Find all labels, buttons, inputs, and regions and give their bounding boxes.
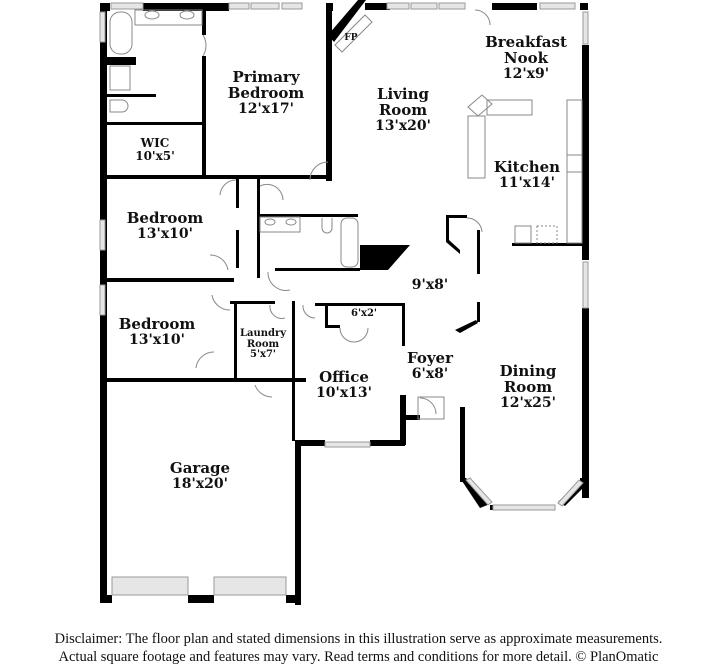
disclaimer-line-2: Actual square footage and features may v… (58, 649, 659, 665)
room-label-closet: 6'x2' (350, 308, 378, 320)
room-dims: 11'x14' (499, 174, 555, 191)
room-label-dining-room: Dining Room 12'x25' (499, 362, 557, 411)
room-name: Bedroom (118, 315, 196, 333)
room-name: Bedroom (227, 83, 305, 102)
room-dims: 12'x25' (500, 394, 556, 411)
room-label-laundry: Laundry Room 5'x7' (239, 328, 287, 361)
room-label-primary-bedroom: Primary Bedroom 12'x17' (227, 68, 305, 117)
room-name: WIC (140, 136, 170, 150)
room-name: Breakfast (485, 33, 567, 51)
room-dims: 18'x20' (172, 475, 228, 492)
kitchen-sink-icon (467, 94, 493, 117)
room-name: Garage (169, 459, 231, 477)
room-dims: 5'x7' (249, 349, 276, 360)
room-name: Office (319, 368, 369, 386)
room-label-hall: 9'x8' (412, 278, 448, 293)
room-label-foyer: Foyer 6'x8' (407, 349, 453, 382)
walls (100, 0, 589, 605)
fireplace-label: FP (344, 33, 358, 43)
room-label-breakfast-nook: Breakfast Nook 12'x9' (485, 33, 567, 82)
counter (486, 99, 533, 116)
room-dims: 10'x5' (135, 148, 175, 163)
fireplace-icon (334, 14, 373, 53)
room-name: Room (503, 377, 553, 396)
room-name: Bedroom (126, 209, 204, 227)
room-name: Primary (232, 68, 300, 86)
room-name: Foyer (407, 349, 453, 367)
room-dims: 9'x8' (411, 277, 449, 293)
room-name: Kitchen (493, 158, 561, 176)
shower-icon (109, 65, 131, 91)
room-name: Room (378, 100, 428, 119)
fixtures (109, 9, 583, 420)
room-dims: 12'x17' (238, 100, 294, 117)
vanity-2 (259, 216, 301, 233)
windows (99, 2, 589, 596)
disclaimer-line-1: Disclaimer: The floor plan and stated di… (54, 631, 663, 647)
bathtub-2 (340, 217, 359, 268)
dishwasher-icon (536, 225, 558, 244)
room-name: Room (246, 338, 280, 350)
vanity-icon (134, 9, 203, 26)
room-dims: 13'x10' (129, 331, 185, 348)
stove-icon (566, 154, 583, 173)
room-name: Nook (503, 48, 549, 67)
room-label-wic: WIC 10'x5' (135, 137, 175, 162)
room-label-office: Office 10'x13' (316, 368, 372, 401)
bathtub-icon (109, 11, 133, 55)
room-name: Living (376, 85, 430, 103)
room-dims: 13'x20' (375, 117, 431, 134)
toilet-2 (321, 218, 333, 234)
room-label-garage: Garage 18'x20' (169, 459, 231, 492)
room-label-bedroom-2: Bedroom 13'x10' (118, 315, 196, 348)
room-dims: 12'x9' (502, 65, 550, 82)
room-dims: 10'x13' (316, 384, 372, 401)
room-dims: 6'x2' (350, 308, 378, 319)
room-dims: 6'x8' (411, 365, 449, 382)
room-label-bedroom-1: Bedroom 13'x10' (126, 209, 204, 242)
room-label-kitchen: Kitchen 11'x14' (493, 158, 561, 191)
toilet-icon (109, 99, 129, 113)
room-label-living-room: Living Room 13'x20' (375, 85, 431, 134)
room-name: Dining (499, 362, 557, 380)
room-name: Laundry (239, 328, 287, 339)
room-dims: 13'x10' (137, 225, 193, 242)
